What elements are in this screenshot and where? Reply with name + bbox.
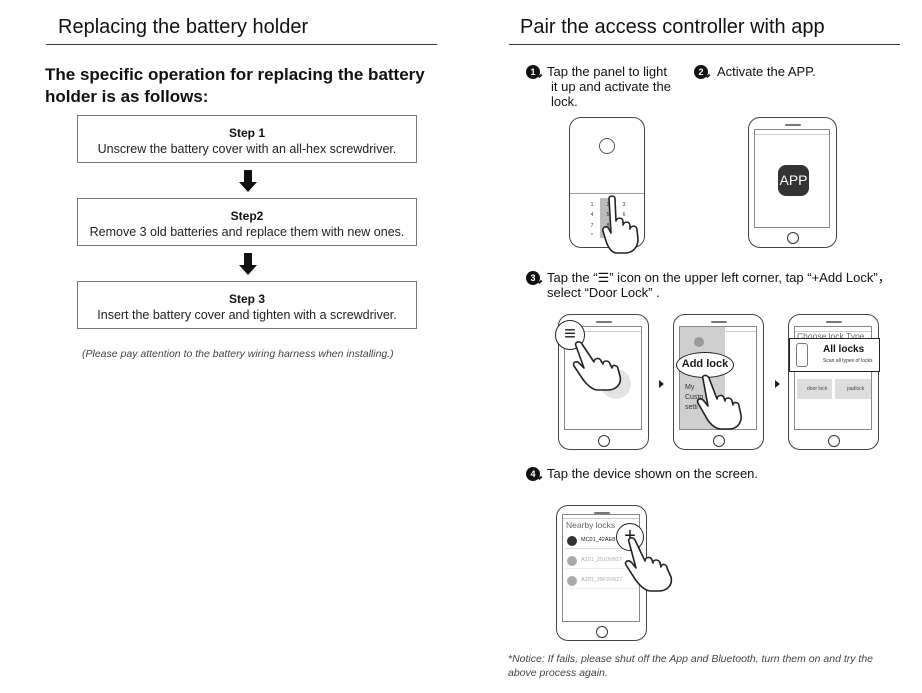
status-bar [563,515,639,519]
tap-hand-icon [572,341,622,391]
status-bar [680,327,756,332]
pair-step-3-text: Tap the “☰” icon on the upper left corne… [547,270,891,300]
device-name: MC01_42AE8 [581,537,616,543]
drawer-item[interactable]: Custo [685,394,704,401]
phone-home-button [595,626,608,638]
drawer-item[interactable]: setti [685,404,698,411]
keypad-key[interactable]: 8 [606,222,610,229]
status-bar [795,327,871,332]
down-arrow-icon [239,253,257,275]
status-bar [755,130,829,135]
right-section-title: Pair the access controller with app [520,16,825,38]
phone-app: APP [748,117,837,248]
all-locks-option[interactable]: All locks Scan all types of locks [789,338,880,372]
lock-sensor-icon [599,138,615,154]
step-3-box: Step 3 Insert the battery cover and tigh… [77,281,417,329]
avatar [694,337,704,347]
keypad-key[interactable]: 3 [622,202,626,208]
add-plus-icon[interactable]: + [616,523,644,551]
keypad-key[interactable]: 2 [606,202,610,208]
left-title-rule [46,44,437,45]
door-lock-option[interactable]: door lock [797,379,832,399]
keypad-key[interactable]: 6 [622,212,626,219]
pair-step-1-text: Tap the panel to light it up and activat… [547,64,671,109]
step-badge-2: 2 [694,65,708,79]
app-icon[interactable]: APP [778,165,809,196]
status-bar [565,327,641,332]
next-arrow-icon [775,380,780,388]
right-title-rule [509,44,900,45]
pair-step-1-line-2: it up and activate the [551,79,671,94]
pair-step-3-line-2: select “Door Lock” . [547,285,660,300]
pair-step-1-line-3: lock. [551,94,578,109]
lock-device-icon [567,576,577,586]
phone-speaker [595,321,612,323]
step-1-text: Unscrew the battery cover with an all-he… [97,142,397,156]
step-1-box: Step 1 Unscrew the battery cover with an… [77,115,417,163]
device-row[interactable]: A201_25F0V627 [565,573,639,589]
step-3-text: Insert the battery cover and tighten wit… [97,308,397,322]
lock-panel-divider [570,193,644,194]
drawer-item[interactable]: My [685,384,695,391]
choose-type-header: Choose lock Type [797,331,865,341]
phone-speaker [784,124,801,126]
device-name: A201_25F0V627 [581,577,623,583]
all-locks-sublabel: Scan all types of locks [823,358,873,364]
keypad-key[interactable]: 5 [606,212,610,219]
step-2-text: Remove 3 old batteries and replace them … [89,225,405,239]
all-locks-label: All locks [823,344,865,355]
pair-step-3-line-1: Tap the “☰” icon on the upper left corne… [547,270,891,285]
right-notice: *Notice: If fails, please shut off the A… [508,653,873,679]
down-arrow-icon [239,170,257,192]
device-name: A201_2510V827 [581,557,622,563]
phone-home-button [597,435,610,447]
step-2-title: Step2 [230,209,264,223]
step-3-title: Step 3 [228,292,265,306]
phone-speaker [593,512,610,514]
step-badge-3: 3 [526,271,540,285]
keypad-key[interactable]: 1 [590,202,594,208]
step-badge-4: 4 [526,467,540,481]
lock-device-icon [567,556,577,566]
nearby-locks-header: Nearby locks [566,520,616,530]
tap-hand-icon [624,537,673,592]
step-1-title: Step 1 [228,126,265,140]
left-section-title: Replacing the battery holder [58,16,309,38]
device-row[interactable]: A201_2510V827 [565,553,639,569]
step-2-box: Step2 Remove 3 old batteries and replace… [77,198,417,246]
lock-glyph-icon [796,343,808,367]
phone-speaker [825,321,842,323]
lock-device-icon [567,536,577,546]
device-row[interactable]: MC01_42AE8 [565,533,639,549]
phone-screen: APP [754,129,830,228]
keypad-key[interactable]: 4 [590,212,594,219]
phone-home-button [712,435,725,447]
pair-step-2-text: Activate the APP. [717,64,816,79]
next-arrow-icon [659,380,664,388]
phone-choose-type: Choose lock Type door lock padlock [788,314,879,450]
tap-hand-icon [602,195,639,254]
phone-home-button [786,232,799,244]
tap-hand-icon [696,374,742,430]
padlock-option[interactable]: padlock [835,379,871,399]
left-subheading: The specific operation for replacing the… [45,65,425,106]
drawer-menu: My Custo setti [685,383,703,413]
keypad-key[interactable]: 7 [590,222,594,229]
phone-speaker [710,321,727,323]
phone-home-button [827,435,840,447]
step-badge-1: 1 [526,65,540,79]
left-note: (Please pay attention to the battery wir… [82,348,394,360]
pair-step-1-line-1: Tap the panel to light [547,64,667,79]
keypad-key[interactable]: * [591,232,593,239]
pair-step-4-text: Tap the device shown on the screen. [547,466,759,481]
